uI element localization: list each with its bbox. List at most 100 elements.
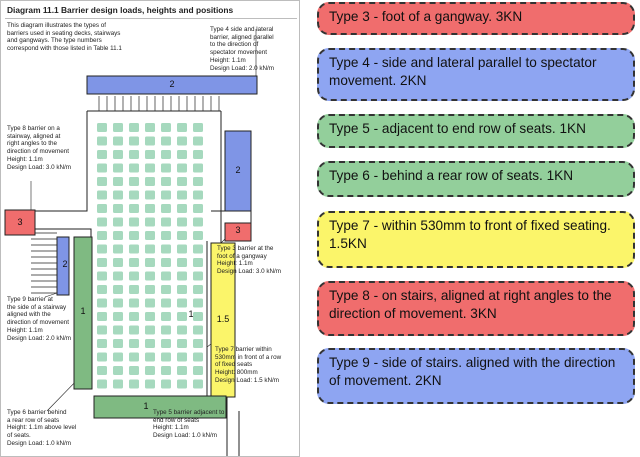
seat bbox=[97, 150, 107, 159]
seat bbox=[177, 271, 187, 281]
seat bbox=[129, 231, 139, 240]
barrier-gangway-type7 bbox=[210, 242, 236, 398]
legend-item-type3: Type 3 - foot of a gangway. 3KN bbox=[317, 2, 635, 35]
seat bbox=[97, 244, 107, 254]
seat bbox=[129, 325, 139, 335]
seat bbox=[97, 379, 107, 389]
seat bbox=[193, 150, 203, 159]
seat bbox=[145, 231, 155, 240]
seat bbox=[161, 244, 171, 254]
seat bbox=[161, 285, 171, 294]
seat bbox=[113, 177, 123, 186]
seat bbox=[177, 379, 187, 389]
seat bbox=[129, 312, 139, 321]
seat bbox=[177, 352, 187, 362]
seat bbox=[129, 352, 139, 362]
seat bbox=[193, 190, 203, 200]
seat bbox=[177, 366, 187, 375]
seat bbox=[161, 231, 171, 240]
seat bbox=[145, 312, 155, 321]
seat bbox=[145, 244, 155, 254]
legend-item-type5: Type 5 - adjacent to end row of seats. 1… bbox=[317, 114, 635, 148]
seat bbox=[145, 217, 155, 227]
seat bbox=[145, 177, 155, 186]
seat bbox=[161, 123, 171, 132]
legend-text: Type 8 - on stairs, aligned at right ang… bbox=[329, 288, 612, 321]
seat bbox=[193, 136, 203, 146]
barrier-top-type4 bbox=[86, 75, 258, 95]
seat bbox=[113, 285, 123, 294]
seat bbox=[145, 150, 155, 159]
seat bbox=[193, 123, 203, 132]
diagram-panel: Diagram 11.1 Barrier design loads, heigh… bbox=[0, 0, 300, 457]
seat bbox=[145, 136, 155, 146]
seat bbox=[161, 339, 171, 348]
deck-edge-left bbox=[34, 111, 88, 212]
seat bbox=[145, 258, 155, 267]
seat bbox=[97, 136, 107, 146]
seat bbox=[177, 325, 187, 335]
deck-edge-right-step bbox=[211, 210, 252, 223]
seat bbox=[193, 217, 203, 227]
seat bbox=[113, 339, 123, 348]
seat bbox=[129, 190, 139, 200]
seat bbox=[177, 123, 187, 132]
seat bbox=[129, 285, 139, 294]
seat bbox=[145, 123, 155, 132]
seat bbox=[113, 298, 123, 308]
legend-item-type6: Type 6 - behind a rear row of seats. 1KN bbox=[317, 161, 635, 197]
barrier-right-square-type3 bbox=[224, 222, 252, 242]
seat bbox=[113, 136, 123, 146]
label-left-square: 3 bbox=[17, 217, 23, 227]
seat bbox=[193, 298, 203, 308]
seat bbox=[161, 312, 171, 321]
seat bbox=[129, 244, 139, 254]
seat bbox=[129, 204, 139, 213]
seat bbox=[97, 204, 107, 213]
label-stair-barrier: 2 bbox=[62, 259, 68, 269]
seat bbox=[113, 163, 123, 173]
seat bbox=[193, 379, 203, 389]
seat bbox=[193, 366, 203, 375]
stairs bbox=[31, 232, 57, 294]
title-divider bbox=[5, 18, 297, 19]
seat bbox=[97, 217, 107, 227]
seat bbox=[97, 163, 107, 173]
seat bbox=[113, 244, 123, 254]
seat bbox=[129, 217, 139, 227]
seat bbox=[161, 379, 171, 389]
seat bbox=[129, 339, 139, 348]
seat bbox=[145, 204, 155, 213]
seat bbox=[113, 123, 123, 132]
seat bbox=[129, 136, 139, 146]
seat bbox=[161, 163, 171, 173]
seat bbox=[145, 285, 155, 294]
seat bbox=[193, 231, 203, 240]
seat bbox=[97, 352, 107, 362]
seat bbox=[97, 325, 107, 335]
seat bbox=[113, 258, 123, 267]
seat bbox=[145, 352, 155, 362]
label-right-square: 3 bbox=[235, 225, 241, 235]
seat bbox=[97, 177, 107, 186]
seat bbox=[129, 298, 139, 308]
seat bbox=[161, 177, 171, 186]
legend-text: Type 3 - foot of a gangway. 3KN bbox=[329, 9, 523, 24]
seat bbox=[193, 204, 203, 213]
seat bbox=[161, 204, 171, 213]
legend-item-type7: Type 7 - within 530mm to front of fixed … bbox=[317, 211, 635, 268]
seat bbox=[193, 312, 203, 321]
seat bbox=[129, 271, 139, 281]
seat bbox=[145, 366, 155, 375]
seat bbox=[145, 190, 155, 200]
seat bbox=[97, 231, 107, 240]
seat bbox=[97, 285, 107, 294]
label-left-long: 1 bbox=[80, 306, 86, 316]
seat bbox=[177, 258, 187, 267]
seat bbox=[129, 163, 139, 173]
seat bbox=[145, 339, 155, 348]
